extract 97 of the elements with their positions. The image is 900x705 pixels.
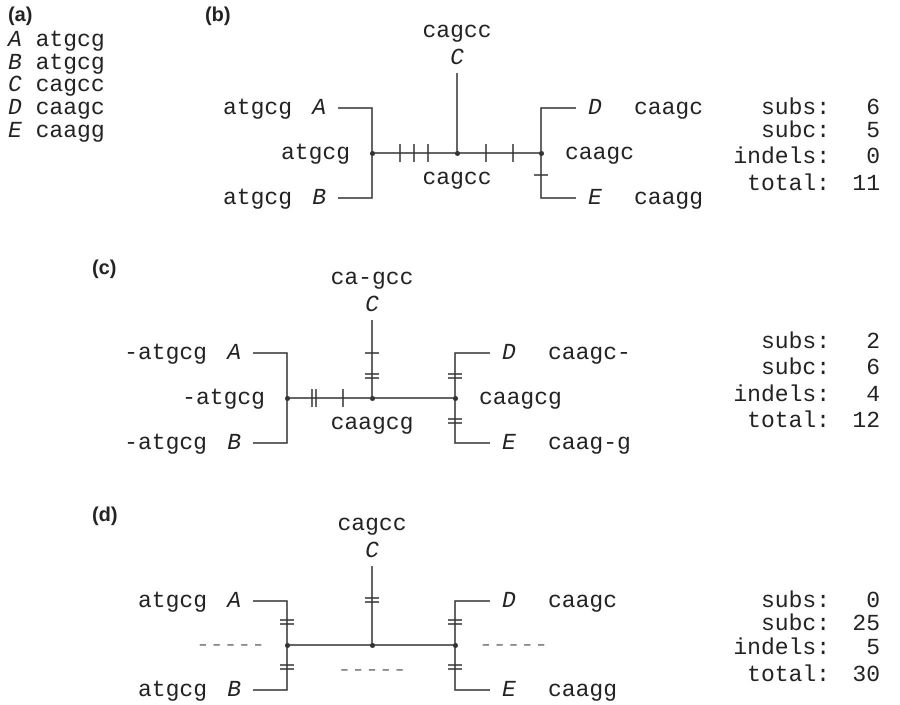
sequence-label: -atgcg xyxy=(181,385,265,411)
sequence-label: caagc xyxy=(565,140,636,166)
taxon-label: C xyxy=(352,292,392,318)
taxon-label: B xyxy=(219,430,253,456)
panel-label: (a) xyxy=(8,3,32,28)
sequence-label: atgcg xyxy=(280,140,350,166)
branch-node xyxy=(452,396,458,400)
sequence-label: caagg xyxy=(548,677,618,703)
taxon-label: E xyxy=(490,677,524,703)
sequence-label: caagg xyxy=(634,185,704,211)
stat-name: total: xyxy=(746,171,830,197)
stat-value: 6 xyxy=(865,355,880,381)
tree-branch xyxy=(372,152,457,154)
stat-value: 6 xyxy=(865,95,880,121)
tree-branch xyxy=(287,644,372,646)
taxon-label: A xyxy=(219,340,253,366)
stat-value: 5 xyxy=(865,635,880,661)
branch-node xyxy=(284,396,290,400)
sequence-label: caagc xyxy=(634,95,704,121)
tree-branch xyxy=(454,352,490,398)
tree-branch xyxy=(372,644,455,646)
panel-label: (b) xyxy=(205,3,231,28)
tree-branch xyxy=(253,352,288,398)
branch-node xyxy=(370,642,374,648)
tree-branch xyxy=(253,398,288,444)
sequence-label: caagc- xyxy=(548,340,632,366)
stat-name: subc: xyxy=(760,355,830,381)
stat-name: indels: xyxy=(732,144,830,170)
branch-node xyxy=(454,150,460,156)
taxon-label: D xyxy=(490,588,524,614)
sequence-label: atgcg xyxy=(222,95,292,121)
tree-branch xyxy=(457,152,541,154)
stat-name: total: xyxy=(746,662,830,688)
sequence-label: -atgcg xyxy=(123,430,207,456)
tree-branch xyxy=(456,73,458,153)
panel-label: (c) xyxy=(92,256,116,281)
sequence-label: atgcg xyxy=(222,185,292,211)
stat-name: indels: xyxy=(732,382,830,408)
branch-node xyxy=(452,642,458,648)
taxon-label: E xyxy=(576,185,610,211)
stat-name: total: xyxy=(746,408,830,434)
stat-value: 25 xyxy=(851,611,880,637)
sequence-label: cagcc xyxy=(421,165,492,191)
stat-value: 11 xyxy=(851,171,880,197)
taxon-label: C xyxy=(437,45,477,71)
branch-node xyxy=(370,150,374,156)
stat-value: 12 xyxy=(851,408,880,434)
sequence-label: ----- xyxy=(336,657,408,683)
stat-value: 4 xyxy=(865,382,880,408)
sequence-label: ca-gcc xyxy=(330,265,414,291)
stat-value: 0 xyxy=(865,588,880,614)
sequence-label: atgcg xyxy=(136,677,207,703)
stat-value: 5 xyxy=(865,118,880,144)
sequence-label: -atgcg xyxy=(123,340,207,366)
tree-branch xyxy=(253,645,288,691)
taxon-label: C xyxy=(352,538,392,564)
sequence-label: caag-g xyxy=(548,430,632,456)
tree-branch xyxy=(371,320,373,398)
sequence-label: ----- xyxy=(194,632,265,658)
stat-name: subc: xyxy=(760,611,830,637)
stat-name: subs: xyxy=(760,588,830,614)
stat-value: 2 xyxy=(865,329,880,355)
stat-name: subc: xyxy=(760,118,830,144)
tree-branch xyxy=(540,153,576,199)
taxon-label: D xyxy=(490,340,524,366)
sequence-label: caagc xyxy=(548,588,618,614)
tree-branch xyxy=(371,566,373,645)
tree-branch xyxy=(338,153,373,199)
taxon-label: B xyxy=(304,185,338,211)
tree-branch xyxy=(454,398,490,444)
tree-branch xyxy=(540,107,576,153)
taxon-label: A xyxy=(219,588,253,614)
taxon-label: A xyxy=(304,95,338,121)
taxon-label: E xyxy=(490,430,524,456)
stat-name: subs: xyxy=(760,329,830,355)
sequence-label: cagcc xyxy=(336,511,408,537)
tree-branch xyxy=(454,645,490,691)
sequence-label: ----- xyxy=(479,632,550,658)
sequence-label: cagcc xyxy=(421,18,492,44)
sequence-label: caagcg xyxy=(330,410,414,436)
stat-value: 0 xyxy=(865,144,880,170)
stat-name: indels: xyxy=(732,635,830,661)
branch-node xyxy=(370,396,374,400)
tree-branch xyxy=(253,600,288,645)
stat-value: 30 xyxy=(851,662,880,688)
taxon-label: B xyxy=(219,677,253,703)
tree-branch xyxy=(287,397,372,399)
branch-node xyxy=(538,150,544,156)
sequence-label: atgcg xyxy=(136,588,207,614)
stat-name: subs: xyxy=(760,95,830,121)
tree-branch xyxy=(338,107,373,153)
branch-node xyxy=(284,642,290,648)
tree-branch xyxy=(372,397,455,399)
sequence-label: caagcg xyxy=(479,385,563,411)
panel-label: (d) xyxy=(92,503,118,528)
tree-branch xyxy=(454,600,490,645)
taxon-label: D xyxy=(576,95,610,121)
